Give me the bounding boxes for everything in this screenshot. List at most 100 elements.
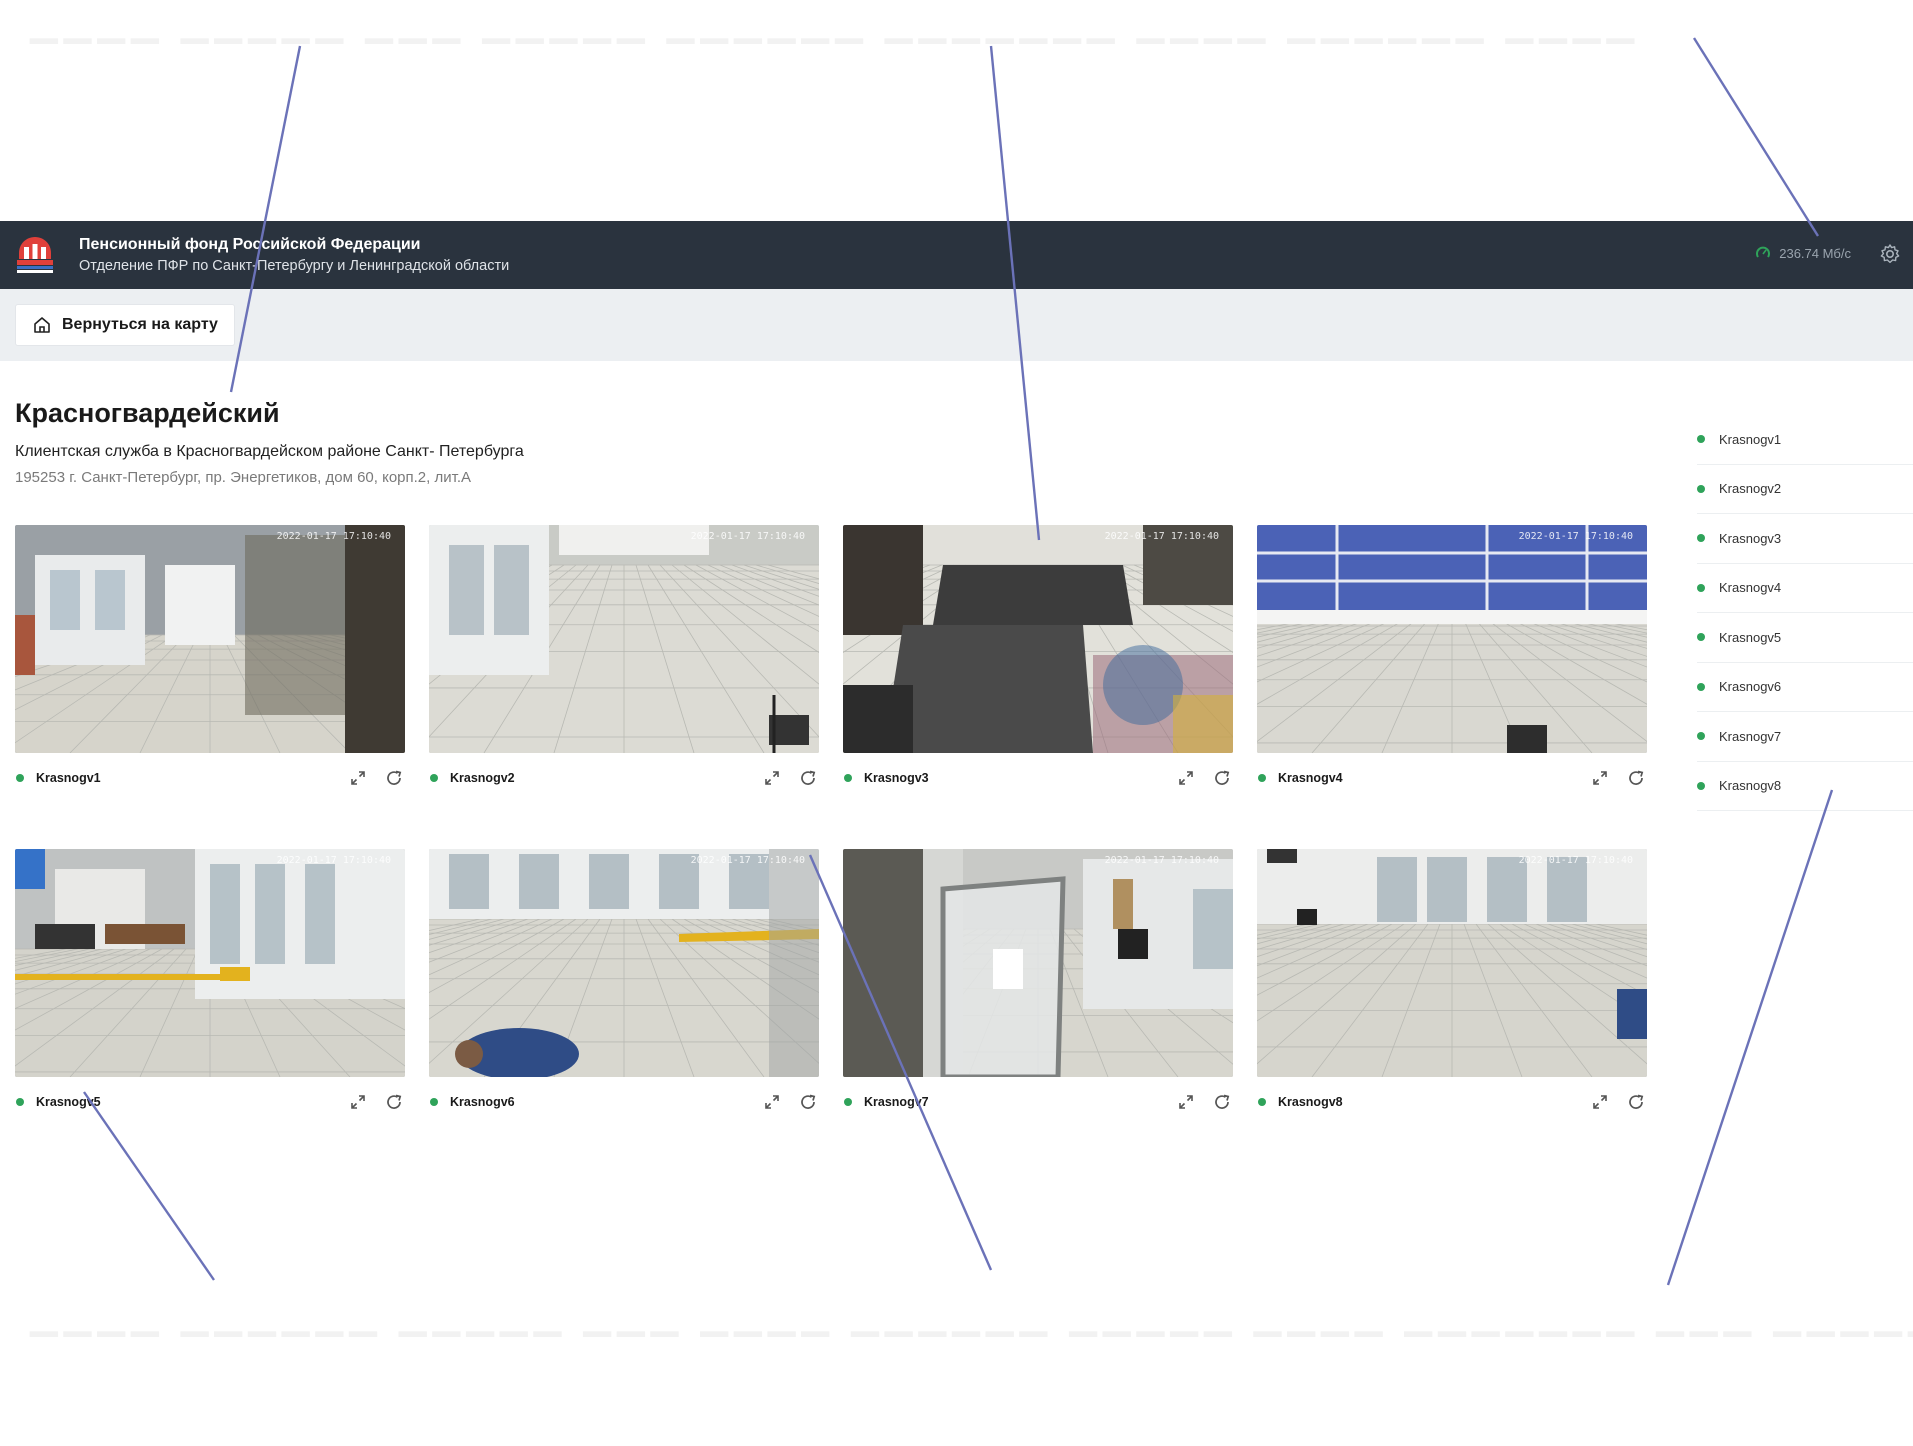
app-header: Пенсионный фонд Российской Федерации Отд…: [0, 221, 1913, 289]
status-online-dot: [1697, 633, 1705, 642]
faint-annotation-bottom: ▁▁▁▁ ▁▁▁▁▁▁ ▁▁▁▁▁ ▁▁▁ ▁▁▁▁ ▁▁▁▁▁▁ ▁▁▁▁▁ …: [30, 1295, 1913, 1336]
camera-name: Krasnogv1: [36, 771, 101, 785]
refresh-button[interactable]: [797, 1091, 819, 1113]
camera-list-item[interactable]: Krasnogv3: [1697, 514, 1913, 564]
location-subtitle: Клиентская служба в Красногвардейском ра…: [15, 443, 524, 460]
camera-list-label: Krasnogv2: [1719, 481, 1782, 497]
camera-footer: Krasnogv2: [429, 753, 819, 803]
camera-list-item[interactable]: Krasnogv8: [1697, 762, 1913, 811]
status-online-dot: [1697, 781, 1705, 790]
camera-timestamp: 2022-01-17 17:10:40: [690, 855, 805, 866]
camera-name: Krasnogv4: [1278, 771, 1343, 785]
camera-list-label: Krasnogv5: [1719, 629, 1782, 645]
camera-tile[interactable]: 2022-01-17 17:10:40 Krasnogv3: [843, 525, 1233, 803]
status-online-dot: [16, 774, 24, 782]
camera-name: Krasnogv8: [1278, 1095, 1343, 1109]
camera-timestamp: 2022-01-17 17:10:40: [1518, 855, 1633, 866]
expand-button[interactable]: [347, 1091, 369, 1113]
camera-frame: [1257, 849, 1647, 1077]
camera-tile[interactable]: 2022-01-17 17:10:40 Krasnogv7: [843, 849, 1233, 1127]
expand-button[interactable]: [347, 767, 369, 789]
camera-frame: [429, 525, 819, 753]
pfr-logo: [14, 235, 56, 275]
camera-frame: [1257, 525, 1647, 753]
camera-feed[interactable]: 2022-01-17 17:10:40: [429, 849, 819, 1077]
camera-list-item[interactable]: Krasnogv4: [1697, 564, 1913, 613]
camera-list-item[interactable]: Krasnogv2: [1697, 465, 1913, 514]
expand-button[interactable]: [761, 1091, 783, 1113]
refresh-button[interactable]: [383, 767, 405, 789]
location-address: 195253 г. Санкт-Петербург, пр. Энергетик…: [15, 469, 471, 486]
camera-frame: [843, 525, 1233, 753]
expand-icon: [765, 771, 779, 785]
camera-footer: Krasnogv5: [15, 1077, 405, 1127]
expand-button[interactable]: [1175, 767, 1197, 789]
camera-list-label: Krasnogv1: [1719, 431, 1782, 447]
camera-tile[interactable]: 2022-01-17 17:10:40 Krasnogv4: [1257, 525, 1647, 803]
refresh-icon: [1215, 770, 1230, 785]
refresh-button[interactable]: [797, 767, 819, 789]
refresh-icon: [1629, 1094, 1644, 1109]
camera-timestamp: 2022-01-17 17:10:40: [276, 855, 391, 866]
camera-list-item[interactable]: Krasnogv1: [1697, 415, 1913, 465]
camera-frame: [843, 849, 1233, 1077]
camera-feed[interactable]: 2022-01-17 17:10:40: [15, 525, 405, 753]
camera-footer: Krasnogv8: [1257, 1077, 1647, 1127]
camera-feed[interactable]: 2022-01-17 17:10:40: [15, 849, 405, 1077]
status-online-dot: [1697, 484, 1705, 493]
expand-icon: [765, 1095, 779, 1109]
speedometer-icon: [1756, 246, 1771, 258]
refresh-icon: [1215, 1094, 1230, 1109]
camera-list-label: Krasnogv6: [1719, 679, 1782, 695]
expand-button[interactable]: [1589, 1091, 1611, 1113]
camera-tile[interactable]: 2022-01-17 17:10:40 Krasnogv5: [15, 849, 405, 1127]
home-icon: [34, 317, 50, 333]
org-subtitle: Отделение ПФР по Санкт-Петербургу и Лени…: [79, 258, 510, 274]
camera-frame: [429, 849, 819, 1077]
expand-icon: [1179, 1095, 1193, 1109]
camera-tile[interactable]: 2022-01-17 17:10:40 Krasnogv2: [429, 525, 819, 803]
status-online-dot: [844, 774, 852, 782]
expand-button[interactable]: [1175, 1091, 1197, 1113]
expand-icon: [351, 1095, 365, 1109]
camera-list-label: Krasnogv7: [1719, 728, 1782, 744]
status-online-dot: [844, 1098, 852, 1106]
camera-footer: Krasnogv1: [15, 753, 405, 803]
refresh-button[interactable]: [1625, 1091, 1647, 1113]
refresh-button[interactable]: [1625, 767, 1647, 789]
camera-list-item[interactable]: Krasnogv6: [1697, 663, 1913, 712]
camera-frame: [15, 849, 405, 1077]
expand-icon: [1179, 771, 1193, 785]
status-online-dot: [1258, 774, 1266, 782]
camera-timestamp: 2022-01-17 17:10:40: [1104, 531, 1219, 542]
page-title: Красногвардейский: [15, 398, 280, 428]
refresh-button[interactable]: [1211, 1091, 1233, 1113]
camera-timestamp: 2022-01-17 17:10:40: [1518, 531, 1633, 542]
camera-feed[interactable]: 2022-01-17 17:10:40: [843, 525, 1233, 753]
expand-icon: [351, 771, 365, 785]
camera-tile[interactable]: 2022-01-17 17:10:40 Krasnogv1: [15, 525, 405, 803]
camera-list-item[interactable]: Krasnogv7: [1697, 712, 1913, 762]
org-title: Пенсионный фонд Российской Федерации: [79, 236, 421, 253]
camera-feed[interactable]: 2022-01-17 17:10:40: [843, 849, 1233, 1077]
settings-button[interactable]: [1879, 243, 1901, 265]
refresh-button[interactable]: [383, 1091, 405, 1113]
refresh-icon: [387, 770, 402, 785]
camera-list: Krasnogv1 Krasnogv2 Krasnogv3 Krasnogv4 …: [1697, 415, 1913, 811]
camera-list-label: Krasnogv3: [1719, 530, 1782, 546]
camera-tile[interactable]: 2022-01-17 17:10:40 Krasnogv6: [429, 849, 819, 1127]
refresh-icon: [801, 1094, 816, 1109]
camera-feed[interactable]: 2022-01-17 17:10:40: [1257, 525, 1647, 753]
expand-button[interactable]: [761, 767, 783, 789]
expand-button[interactable]: [1589, 767, 1611, 789]
back-to-map-button[interactable]: Вернуться на карту: [15, 304, 235, 346]
expand-icon: [1593, 1095, 1607, 1109]
camera-list-item[interactable]: Krasnogv5: [1697, 613, 1913, 663]
refresh-button[interactable]: [1211, 767, 1233, 789]
status-online-dot: [1697, 583, 1705, 592]
camera-feed[interactable]: 2022-01-17 17:10:40: [429, 525, 819, 753]
camera-timestamp: 2022-01-17 17:10:40: [1104, 855, 1219, 866]
camera-tile[interactable]: 2022-01-17 17:10:40 Krasnogv8: [1257, 849, 1647, 1127]
camera-footer: Krasnogv4: [1257, 753, 1647, 803]
camera-feed[interactable]: 2022-01-17 17:10:40: [1257, 849, 1647, 1077]
